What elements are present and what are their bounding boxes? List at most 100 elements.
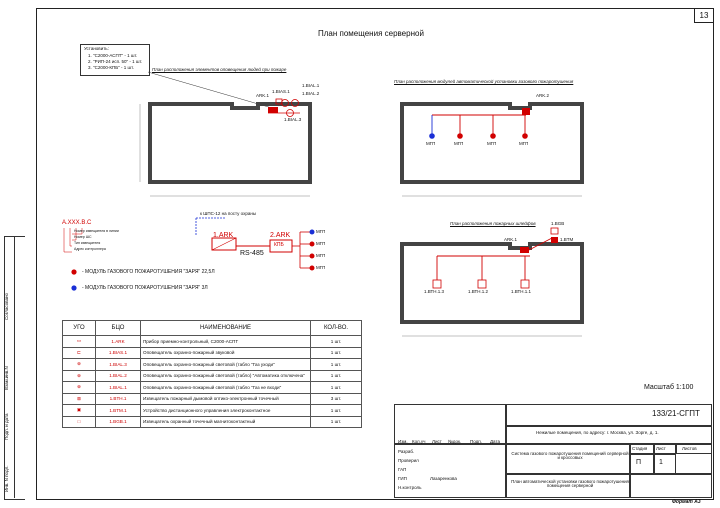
plan3-label: ARK.1	[504, 237, 518, 242]
ark-device	[268, 107, 278, 113]
scheme-top-label: к ШПС-12 на посту охраны	[200, 211, 257, 216]
col-header: Дата	[490, 439, 500, 444]
note-leader-line	[147, 71, 273, 109]
system-name: Система газового пожаротушения помещений…	[511, 451, 629, 461]
plan3-label: 1.ВТН.1.1	[511, 289, 531, 294]
smoke-detector-icon	[432, 279, 442, 289]
bial-icon	[286, 109, 294, 117]
address-line: Номер ШС	[74, 235, 92, 239]
scheme-mgp: МГП	[316, 265, 326, 270]
plan3-room	[400, 242, 584, 337]
mgp-icon	[429, 133, 435, 139]
legend-item: - МОДУЛЬ ГАЗОВОГО ПОЖАРОТУШЕНИЯ "ЗАРЯ" 3…	[82, 285, 208, 291]
sheet-value: 1	[659, 459, 663, 466]
plan2-pipes	[429, 108, 530, 139]
plan2-label: МГП	[454, 141, 464, 146]
scale-label: Масштаб 1:100	[644, 384, 694, 391]
col-header: Кол.уч	[412, 439, 426, 444]
plan1-devices	[268, 98, 300, 117]
smoke-detector-icon	[520, 279, 530, 289]
scheme-mgp: МГП	[316, 253, 326, 258]
plan3-label: 1.ВТН.1.2	[468, 289, 488, 294]
bial-icon	[291, 99, 299, 107]
legend-item: - МОДУЛЬ ГАЗОВОГО ПОЖАРОТУШЕНИЯ "ЗАРЯ" 2…	[82, 269, 215, 275]
sheets-head: Листов	[682, 446, 697, 451]
plan2-title: План расположения модулей автоматической…	[394, 79, 574, 84]
plan3-label: 1.BTM	[560, 237, 574, 242]
connection-scheme	[195, 217, 315, 271]
mgp-icon	[490, 133, 496, 139]
plan3-title: План расположения пожарных шлейфов	[450, 221, 536, 226]
installed-note-line: 1. "С2000-АСПТ" - 1 шт.	[88, 53, 138, 58]
ark-device	[522, 108, 530, 115]
plan1-title: План расположения элементов оповещения л…	[152, 67, 287, 72]
address-line: Номер извещателя в линии	[74, 229, 119, 233]
spec-header: БЦО	[95, 320, 141, 336]
smoke-detector-icon	[477, 279, 487, 289]
installed-note-line: 3. "С2000-КПБ" - 1 шт.	[88, 65, 134, 70]
sheet-title: План автоматической установки газового п…	[511, 479, 629, 489]
spec-header: НАИМЕНОВАНИЕ	[140, 320, 311, 336]
legend-red-icon	[71, 269, 77, 275]
gip-name: Лазаренкова	[430, 476, 457, 481]
installed-note	[80, 44, 150, 76]
scheme-mgp: МГП	[316, 241, 326, 246]
page-title: План помещения серверной	[318, 29, 424, 38]
role-label: ГИП	[398, 476, 407, 481]
magnetic-contact-icon	[550, 227, 559, 235]
sheet-head: Лист	[656, 446, 666, 451]
address-code: A.XXX.B.C	[62, 220, 92, 226]
bias-icon	[275, 98, 283, 105]
plan2-label: МГП	[519, 141, 529, 146]
scheme-mgp: МГП	[316, 229, 326, 234]
stage-head: Стадия	[632, 446, 648, 451]
page-number: 13	[694, 8, 714, 23]
plan2-label: ARK.2	[536, 93, 550, 98]
format-label: Формат А3	[672, 499, 701, 505]
plan1-label: ARK.1	[256, 93, 270, 98]
side-strip-divider	[14, 236, 15, 498]
role-label: ГАП	[398, 467, 407, 472]
plan1-room	[139, 102, 312, 197]
drawing-frame	[36, 8, 714, 500]
legend-blue-icon	[71, 285, 77, 291]
col-header: Лист	[432, 439, 442, 444]
plan1-label: 1.BIAL.1	[302, 83, 320, 88]
bial-icon	[281, 99, 289, 107]
plan2-label: МГП	[487, 141, 497, 146]
installed-note-line: 2. "РИП-24 исп. 50" - 1 шт.	[88, 59, 143, 64]
installed-note-title: Установить:	[84, 46, 109, 51]
spec-header: УГО	[62, 320, 96, 336]
ark-device	[520, 247, 529, 253]
project-code: 133/21-СГПТ	[652, 409, 700, 418]
address-line: Тип извещателя	[74, 241, 101, 245]
scheme-rs485: RS-485	[240, 250, 264, 257]
scheme-ark2: 2.ARK	[270, 232, 291, 239]
role-label: Проверил	[398, 458, 419, 463]
plan1-label: 1.BIAL.3	[284, 117, 302, 122]
spec-header: КОЛ-ВО.	[310, 320, 362, 336]
col-header: №док.	[448, 439, 462, 444]
title-block	[394, 404, 712, 498]
project-address: Нежилые помещения, по адресу: г. Москва,…	[536, 430, 659, 435]
address-line: Адрес контроллера	[74, 247, 106, 251]
address-legend-lines	[63, 228, 83, 253]
manual-call-icon	[551, 237, 558, 243]
scheme-ark1: 1.ARK	[213, 232, 234, 239]
plan1-label: 1.BIAL.2	[302, 91, 320, 96]
scheme-kpb: КПБ	[274, 242, 284, 248]
mgp-icon	[522, 133, 528, 139]
col-header: Изм.	[398, 439, 408, 444]
plan2-label: МГП	[426, 141, 436, 146]
role-label: Разраб.	[398, 449, 415, 454]
plan1-label: 1.BIAS.1	[272, 89, 290, 94]
role-label: Н.контроль	[398, 485, 422, 490]
